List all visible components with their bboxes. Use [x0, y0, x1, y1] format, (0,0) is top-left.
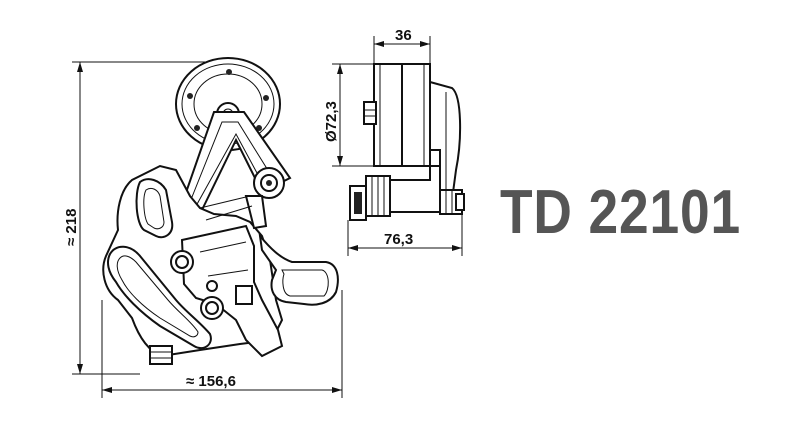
side-depth-dimension: 76,3 — [347, 214, 463, 256]
width-label: ≈ 156,6 — [186, 373, 236, 390]
part-number: TD 22101 — [500, 178, 742, 247]
pulley-diameter-dimension: Ø72,3 — [323, 63, 374, 167]
tensioner-arm — [180, 111, 292, 216]
right-arm — [258, 232, 339, 306]
pulley-width-label: 36 — [395, 27, 412, 44]
width-dimension: ≈ 156,6 — [101, 290, 343, 398]
pulley-width-dimension: 36 — [373, 27, 431, 66]
pulley-diameter-label: Ø72,3 — [323, 101, 340, 142]
height-dimension: ≈ 218 — [63, 61, 205, 375]
mounting-bracket — [170, 224, 284, 358]
link-rod — [199, 195, 268, 230]
side-depth-label: 76,3 — [384, 231, 413, 248]
tensioner-front-view — [102, 57, 339, 365]
tensioner-side-view — [349, 63, 465, 221]
height-label: ≈ 218 — [63, 209, 80, 246]
